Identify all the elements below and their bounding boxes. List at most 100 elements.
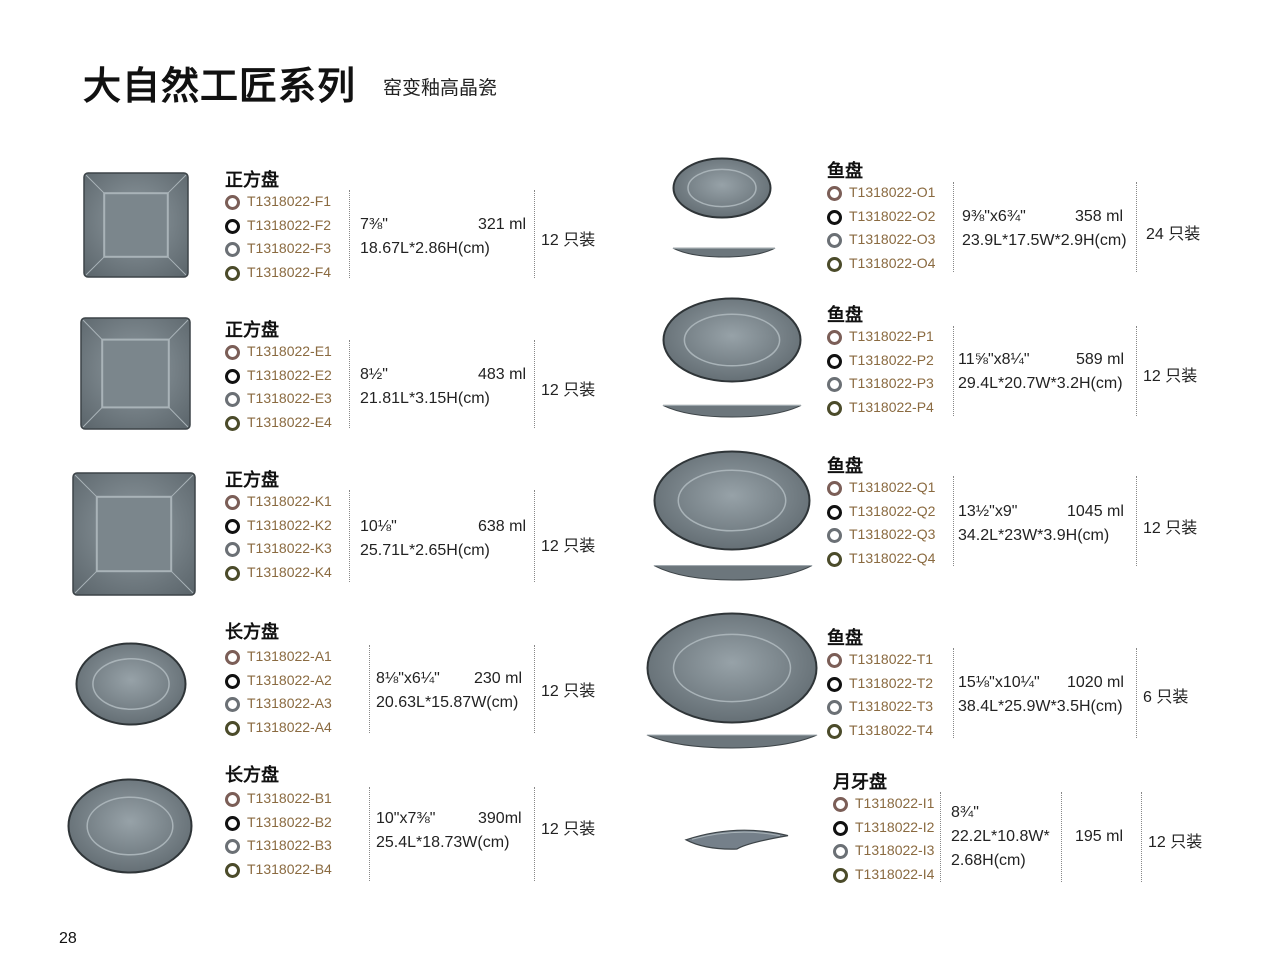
- product-name: 正方盘: [225, 470, 279, 491]
- color-swatch-icon: [827, 377, 842, 392]
- color-swatch-icon: [833, 867, 848, 883]
- product-code-text: T1318022-O2: [849, 207, 936, 224]
- product-code-text: T1318022-K3: [247, 540, 332, 556]
- product-size: 13½"x9": [958, 503, 1018, 520]
- product-code-text: T1318022-P2: [849, 351, 934, 368]
- product-photo: [662, 297, 802, 388]
- product-side-photo: [672, 244, 776, 263]
- color-swatch-icon: [225, 368, 240, 384]
- product-size: 8½": [360, 366, 388, 383]
- product-photo: [672, 157, 772, 224]
- column-divider: [534, 190, 535, 278]
- product-code-text: T1318022-O1: [849, 184, 936, 200]
- product-code-text: T1318022-B3: [247, 837, 332, 853]
- product-dimensions: 21.81L*3.15H(cm): [360, 390, 490, 407]
- color-swatch-icon: [833, 820, 848, 836]
- color-swatch-icon: [827, 186, 842, 201]
- color-swatch-icon: [225, 839, 240, 854]
- product-code-text: T1318022-F2: [247, 216, 332, 233]
- product-size: 7⅜": [360, 216, 388, 233]
- color-swatch-icon: [225, 673, 240, 689]
- product-volume: 195 ml: [1075, 828, 1124, 845]
- product-code-text: T1318022-Q2: [849, 502, 936, 519]
- color-swatch-icon: [225, 218, 240, 234]
- product-side-photo: [653, 559, 813, 586]
- color-swatch-icon: [827, 481, 842, 496]
- product-side-photo: [662, 400, 802, 423]
- color-swatch-icon: [833, 797, 848, 812]
- product-code-text: T1318022-A1: [247, 648, 332, 664]
- column-divider: [953, 648, 954, 738]
- product-code-text: T1318022-Q1: [849, 479, 936, 495]
- product-name: 鱼盘: [827, 456, 863, 477]
- product-code-text: T1318022-P1: [849, 328, 934, 344]
- product-name: 正方盘: [225, 320, 279, 341]
- column-divider: [1136, 182, 1137, 272]
- color-swatch-icon: [225, 195, 240, 210]
- pack-quantity: 12 只装: [541, 232, 596, 249]
- column-divider: [953, 182, 954, 272]
- pack-quantity: 24 只装: [1146, 226, 1201, 243]
- product-side-photo: [646, 729, 818, 754]
- color-swatch-icon: [225, 392, 240, 407]
- product-photo: [80, 317, 191, 435]
- product-size: 9⅜"x6¾": [962, 208, 1026, 225]
- product-code-text: T1318022-T2: [849, 674, 934, 691]
- product-photo: [684, 823, 790, 856]
- column-divider: [953, 326, 954, 416]
- color-swatch-icon: [225, 542, 240, 557]
- color-swatch-icon: [827, 353, 842, 369]
- color-swatch-icon: [225, 265, 240, 281]
- pack-quantity: 12 只装: [1143, 368, 1198, 385]
- product-volume: 1045 ml: [1067, 503, 1124, 520]
- product-size: 11⅝"x8¼": [958, 351, 1030, 368]
- color-swatch-icon: [225, 242, 240, 257]
- column-divider: [534, 645, 535, 733]
- column-divider: [369, 787, 370, 881]
- product-code-text: T1318022-P3: [849, 375, 934, 391]
- pack-quantity: 12 只装: [1143, 520, 1198, 537]
- product-code-text: T1318022-Q4: [849, 549, 936, 566]
- product-code-text: T1318022-O3: [849, 231, 936, 247]
- product-size: 8¾": [951, 804, 979, 821]
- color-swatch-icon: [827, 256, 842, 272]
- product-code-text: T1318022-K4: [247, 563, 332, 580]
- product-code-text: T1318022-B2: [247, 813, 332, 830]
- color-swatch-icon: [225, 650, 240, 665]
- product-name: 正方盘: [225, 170, 279, 191]
- color-swatch-icon: [833, 844, 848, 859]
- column-divider: [534, 787, 535, 881]
- product-code-text: T1318022-E2: [247, 366, 332, 383]
- product-code-text: T1318022-E4: [247, 413, 332, 430]
- product-name: 鱼盘: [827, 305, 863, 326]
- product-volume: 321 ml: [478, 216, 527, 233]
- color-swatch-icon: [827, 209, 842, 225]
- color-swatch-icon: [225, 565, 240, 581]
- product-dimensions: 38.4L*25.9W*3.5H(cm): [958, 698, 1123, 715]
- column-divider: [1136, 476, 1137, 566]
- column-divider: [349, 190, 350, 278]
- column-divider: [953, 476, 954, 566]
- pack-quantity: 12 只装: [541, 683, 596, 700]
- product-code-text: T1318022-A4: [247, 718, 332, 735]
- color-swatch-icon: [827, 676, 842, 692]
- color-swatch-icon: [225, 862, 240, 878]
- product-photo: [653, 450, 811, 556]
- product-dimensions: 23.9L*17.5W*2.9H(cm): [962, 232, 1127, 249]
- column-divider: [1061, 792, 1062, 882]
- color-swatch-icon: [225, 415, 240, 431]
- color-swatch-icon: [827, 723, 842, 739]
- color-swatch-icon: [225, 518, 240, 534]
- color-swatch-icon: [827, 330, 842, 345]
- product-dimensions: 29.4L*20.7W*3.2H(cm): [958, 375, 1123, 392]
- color-swatch-icon: [827, 233, 842, 248]
- product-name: 长方盘: [225, 622, 279, 643]
- product-size: 10⅛": [360, 518, 397, 535]
- product-code-text: T1318022-B1: [247, 790, 332, 806]
- product-name: 长方盘: [225, 765, 279, 786]
- pack-quantity: 12 只装: [541, 538, 596, 555]
- product-size: 15⅛"x10¼": [958, 674, 1040, 691]
- product-dimensions: 22.2L*10.8W*: [951, 828, 1050, 845]
- product-photo: [75, 642, 187, 731]
- product-volume: 230 ml: [474, 670, 523, 687]
